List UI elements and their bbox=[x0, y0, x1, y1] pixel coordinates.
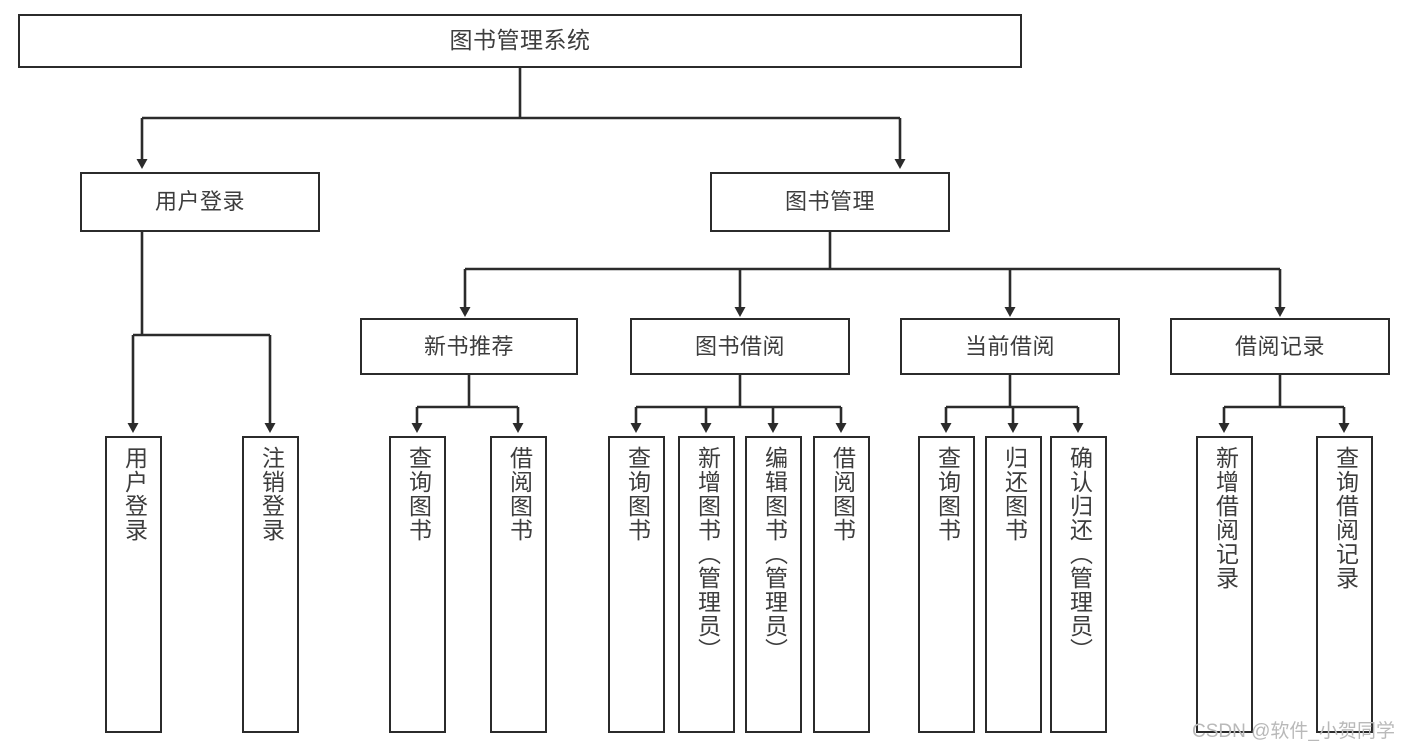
leaf-borrow-edit-book-admin[interactable]: 编辑图书（管理员） bbox=[745, 436, 802, 733]
node-borrowing-record[interactable]: 借阅记录 bbox=[1170, 318, 1390, 375]
node-label: 图书管理系统 bbox=[449, 27, 591, 54]
node-label: 用户登录 bbox=[154, 189, 245, 215]
node-root-system[interactable]: 图书管理系统 bbox=[18, 14, 1022, 68]
leaf-user-login-login[interactable]: 用户登录 bbox=[105, 436, 162, 733]
node-label: 注销登录 bbox=[258, 446, 285, 542]
node-label: 当前借阅 bbox=[964, 333, 1055, 359]
node-label: 确认归还（管理员） bbox=[1066, 446, 1093, 662]
node-new-book-recommendation[interactable]: 新书推荐 bbox=[360, 318, 578, 375]
leaf-borrow-borrow-books[interactable]: 借阅图书 bbox=[813, 436, 870, 733]
node-label: 新书推荐 bbox=[423, 333, 514, 359]
node-label: 查询图书 bbox=[405, 446, 432, 542]
watermark: CSDN @软件_小贺同学 bbox=[1192, 721, 1395, 742]
node-label: 查询图书 bbox=[624, 446, 651, 542]
node-book-management[interactable]: 图书管理 bbox=[710, 172, 950, 232]
node-book-borrowing[interactable]: 图书借阅 bbox=[630, 318, 850, 375]
leaf-borrow-query-books[interactable]: 查询图书 bbox=[608, 436, 665, 733]
leaf-new-book-borrow-books[interactable]: 借阅图书 bbox=[490, 436, 547, 733]
node-label: 归还图书 bbox=[1001, 446, 1028, 542]
node-label: 借阅图书 bbox=[506, 446, 533, 542]
leaf-new-book-query-books[interactable]: 查询图书 bbox=[389, 436, 446, 733]
node-label: 查询借阅记录 bbox=[1332, 446, 1359, 590]
leaf-record-add-record[interactable]: 新增借阅记录 bbox=[1196, 436, 1253, 733]
node-label: 图书借阅 bbox=[694, 333, 785, 359]
node-label: 借阅图书 bbox=[829, 446, 856, 542]
node-label: 编辑图书（管理员） bbox=[761, 446, 788, 662]
node-label: 借阅记录 bbox=[1234, 333, 1325, 359]
leaf-record-query-record[interactable]: 查询借阅记录 bbox=[1316, 436, 1373, 733]
node-user-login[interactable]: 用户登录 bbox=[80, 172, 320, 232]
node-label: 新增借阅记录 bbox=[1212, 446, 1239, 590]
leaf-current-confirm-return-admin[interactable]: 确认归还（管理员） bbox=[1050, 436, 1107, 733]
node-current-borrowing[interactable]: 当前借阅 bbox=[900, 318, 1120, 375]
node-label: 查询图书 bbox=[934, 446, 961, 542]
leaf-user-login-logout[interactable]: 注销登录 bbox=[242, 436, 299, 733]
leaf-current-query-books[interactable]: 查询图书 bbox=[918, 436, 975, 733]
node-label: 图书管理 bbox=[784, 189, 875, 215]
leaf-current-return-books[interactable]: 归还图书 bbox=[985, 436, 1042, 733]
node-label: 新增图书（管理员） bbox=[694, 446, 721, 662]
leaf-borrow-add-book-admin[interactable]: 新增图书（管理员） bbox=[678, 436, 735, 733]
node-label: 用户登录 bbox=[121, 446, 148, 542]
